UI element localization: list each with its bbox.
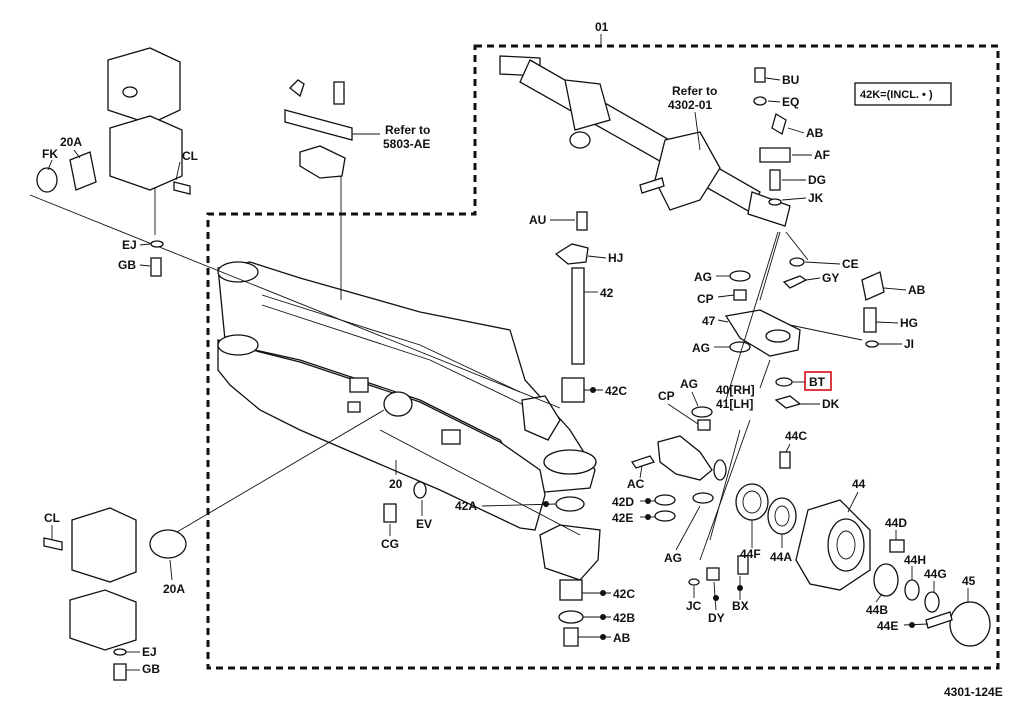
- label-42: 42: [600, 286, 614, 300]
- kit-note: 42K=(INCL. • ): [860, 89, 933, 101]
- small-parts-center: [383, 481, 427, 523]
- steering-arm: [724, 309, 802, 409]
- label-47: 47: [702, 314, 716, 328]
- label-AG-3: AG: [680, 377, 698, 391]
- king-pin: [554, 211, 589, 647]
- label-41: 41[LH]: [716, 397, 753, 411]
- label-EJ-bot: EJ: [142, 645, 157, 659]
- label-CP-2: CP: [658, 389, 675, 403]
- label-CP-1: CP: [697, 292, 714, 306]
- label-HJ: HJ: [608, 251, 623, 265]
- bracket-assembly: [284, 79, 353, 179]
- washers-column: [691, 270, 751, 431]
- axle-beam: [217, 261, 601, 581]
- label-EQ: EQ: [782, 95, 799, 109]
- label-AC: AC: [627, 477, 645, 491]
- label-CL-top: CL: [182, 149, 198, 163]
- label-44G: 44G: [924, 567, 947, 581]
- label-44E: 44E: [877, 619, 898, 633]
- label-44A: 44A: [770, 550, 792, 564]
- label-20A-top: 20A: [60, 135, 82, 149]
- label-42A: 42A: [455, 499, 477, 513]
- label-FK: FK: [42, 147, 58, 161]
- label-CL-bot: CL: [44, 511, 60, 525]
- small-parts-top-right: [753, 67, 791, 206]
- pivot-block-top: [36, 47, 191, 277]
- label-44C: 44C: [785, 429, 807, 443]
- label-44B: 44B: [866, 603, 888, 617]
- ref-cylinder-2: 4302-01: [668, 98, 712, 112]
- label-42C-top: 42C: [605, 384, 627, 398]
- label-HG: HG: [900, 316, 918, 330]
- label-BX: BX: [732, 599, 749, 613]
- label-AG-2: AG: [692, 341, 710, 355]
- assembly-boundary: [206, 44, 1000, 670]
- label-DG: DG: [808, 173, 826, 187]
- drawing-number: 4301-124E: [944, 685, 1003, 699]
- label-EJ-top: EJ: [122, 238, 137, 252]
- label-44H: 44H: [904, 553, 926, 567]
- label-AU: AU: [529, 213, 546, 227]
- label-AB-top: AB: [806, 126, 824, 140]
- label-GB-top: GB: [118, 258, 136, 272]
- ref-cylinder-1: Refer to: [672, 84, 717, 98]
- label-JC: JC: [686, 599, 702, 613]
- label-AG-4: AG: [664, 551, 682, 565]
- label-JK: JK: [808, 191, 824, 205]
- fittings-right: [782, 257, 885, 348]
- label-CG: CG: [381, 537, 399, 551]
- label-40: 40[RH]: [716, 383, 755, 397]
- assembly-number: 01: [595, 20, 609, 34]
- label-45: 45: [962, 574, 976, 588]
- label-42D: 42D: [612, 495, 634, 509]
- label-BT[interactable]: BT: [809, 375, 826, 389]
- label-20: 20: [389, 477, 403, 491]
- label-DY: DY: [708, 611, 725, 625]
- label-20A-bot: 20A: [163, 582, 185, 596]
- label-42C-bot: 42C: [613, 587, 635, 601]
- label-BU: BU: [782, 73, 799, 87]
- wheel-hub: [688, 451, 991, 647]
- steering-knuckle: [630, 435, 727, 522]
- pivot-block-bottom: [43, 507, 187, 681]
- label-CE: CE: [842, 257, 859, 271]
- label-42B: 42B: [613, 611, 635, 625]
- label-42E: 42E: [612, 511, 633, 525]
- label-AB-right: AB: [908, 283, 926, 297]
- ref-bracket-1: Refer to: [385, 123, 430, 137]
- label-44D: 44D: [885, 516, 907, 530]
- ref-bracket-2: 5803-AE: [383, 137, 430, 151]
- label-EV: EV: [416, 517, 432, 531]
- kit-note-box: [854, 82, 952, 106]
- label-44F: 44F: [740, 547, 761, 561]
- label-JI: JI: [904, 337, 914, 351]
- label-GY: GY: [822, 271, 839, 285]
- label-44: 44: [852, 477, 866, 491]
- label-AF: AF: [814, 148, 830, 162]
- highlight-BT: [804, 371, 832, 391]
- label-GB-bot: GB: [142, 662, 160, 676]
- label-DK: DK: [822, 397, 840, 411]
- label-AB-bot: AB: [613, 631, 631, 645]
- label-AG-1: AG: [694, 270, 712, 284]
- steering-cylinder: [499, 55, 791, 227]
